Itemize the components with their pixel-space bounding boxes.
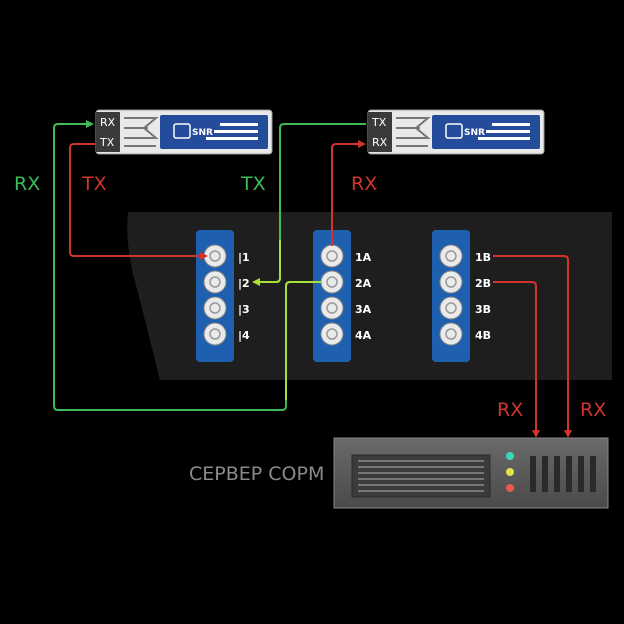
port-label: 2B (475, 277, 491, 290)
cable-right-tx-end (252, 240, 281, 286)
label-server-rx-1: RX (497, 399, 523, 421)
label-server-rx-2: RX (580, 399, 606, 421)
sfp-right-brand: SNR (464, 128, 485, 138)
port-label: |1 (238, 251, 250, 264)
sfp-left-bottom-label: TX (99, 136, 115, 149)
server-vent-grid (358, 460, 484, 492)
status-led-icon (506, 468, 514, 476)
label-mid-rx: RX (351, 173, 377, 195)
cable-left-tx (69, 143, 208, 260)
label-left-tx: TX (81, 173, 107, 195)
patch-panel-left (196, 230, 234, 362)
port-label: |4 (238, 329, 250, 342)
cable-1b-server (493, 255, 572, 438)
snr-logo-icon (173, 123, 191, 139)
port-label: 1B (475, 251, 491, 264)
label-mid-tx: TX (240, 173, 266, 195)
sfp-right-top-label: TX (371, 116, 387, 129)
snr-logo-icon (445, 123, 463, 139)
sfp-right-bottom-label: RX (372, 136, 388, 149)
patch-panel-mid (313, 230, 351, 362)
sfp-left-top-label: RX (100, 116, 116, 129)
sfp-module-right: SNR TX RX (367, 109, 545, 155)
patch-tray (127, 212, 612, 380)
port-label: |3 (238, 303, 250, 316)
port-label: |2 (238, 277, 250, 290)
port-label: 4B (475, 329, 491, 342)
server-label: СЕРВЕР СОРМ (189, 463, 324, 485)
cable-2a-lime (285, 281, 322, 400)
status-led-icon (506, 484, 514, 492)
patch-panel-right (432, 230, 470, 362)
cable-right-rx (331, 140, 366, 246)
status-led-icon (506, 452, 514, 460)
sorm-server (333, 437, 609, 509)
cable-2b-server (493, 281, 540, 438)
port-label: 1A (355, 251, 372, 264)
port-label: 2A (355, 277, 372, 290)
label-left-rx: RX (14, 173, 40, 195)
port-label: 3A (355, 303, 372, 316)
port-label: 3B (475, 303, 491, 316)
sfp-module-left: SNR RX TX (95, 109, 273, 155)
port-label: 4A (355, 329, 372, 342)
sfp-left-brand: SNR (192, 128, 213, 138)
server-drive-bays (530, 456, 596, 492)
